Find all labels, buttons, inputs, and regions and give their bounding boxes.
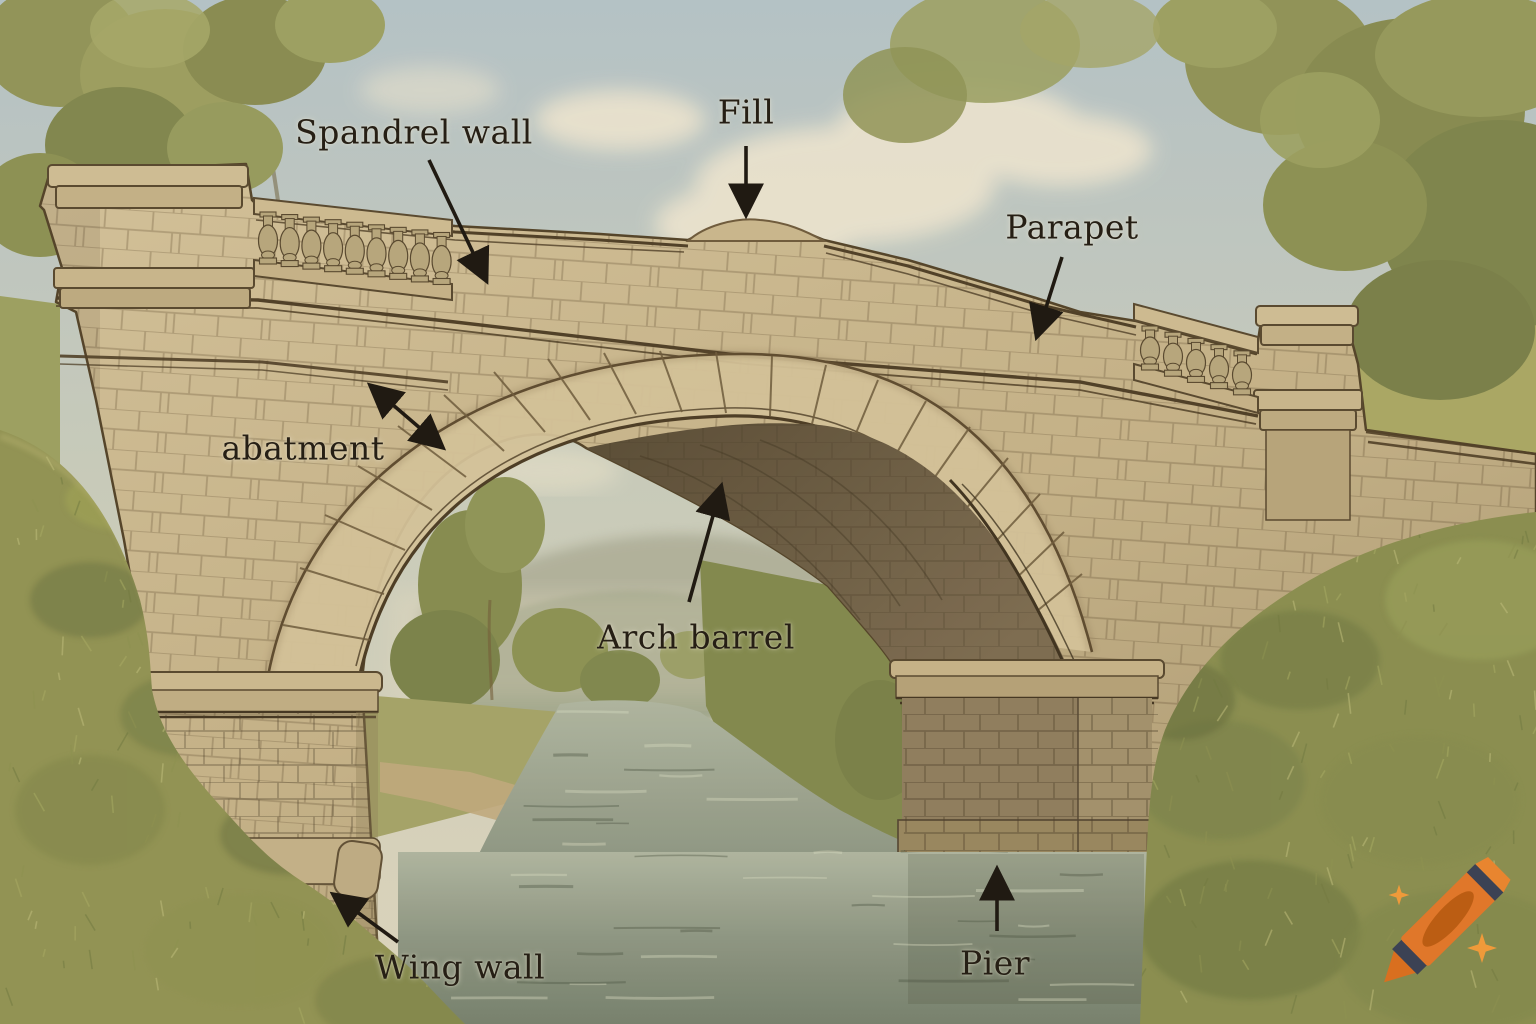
sparkle-icon [1388,884,1410,906]
left-pedestal [47,164,255,309]
sparkle-icon [1467,933,1497,963]
fill-mound [685,218,828,242]
right-pedestal [1253,305,1363,521]
crayon-icon [1384,856,1511,983]
inner-left-bank [365,695,560,840]
arch-barrel-arrow [687,481,731,603]
label-wing-wall: Wing wall [374,947,546,987]
balusters [257,211,1253,396]
label-parapet: Parapet [1005,207,1139,247]
foreground-water [398,698,1150,1024]
label-abutment: abatment [221,428,385,468]
wing-wall-arrow [329,891,400,944]
right-impost-ledge [889,659,1165,705]
label-spandrel-wall: Spandrel wall [295,112,533,152]
abutment-arrow [366,382,447,451]
left-bank-texture [0,431,465,1024]
pier-reflection [908,854,1144,1004]
label-pier: Pier [959,943,1031,983]
label-arch-barrel: Arch barrel [597,617,795,657]
parapet-arrow [1029,256,1064,342]
annotation-arrows [329,146,1064,944]
left-bank [0,430,465,1024]
crayon-watermark [1384,856,1511,983]
right-trees [843,0,1536,400]
spandrel-wall-arrow [427,159,490,285]
label-fill: Fill [717,92,775,132]
